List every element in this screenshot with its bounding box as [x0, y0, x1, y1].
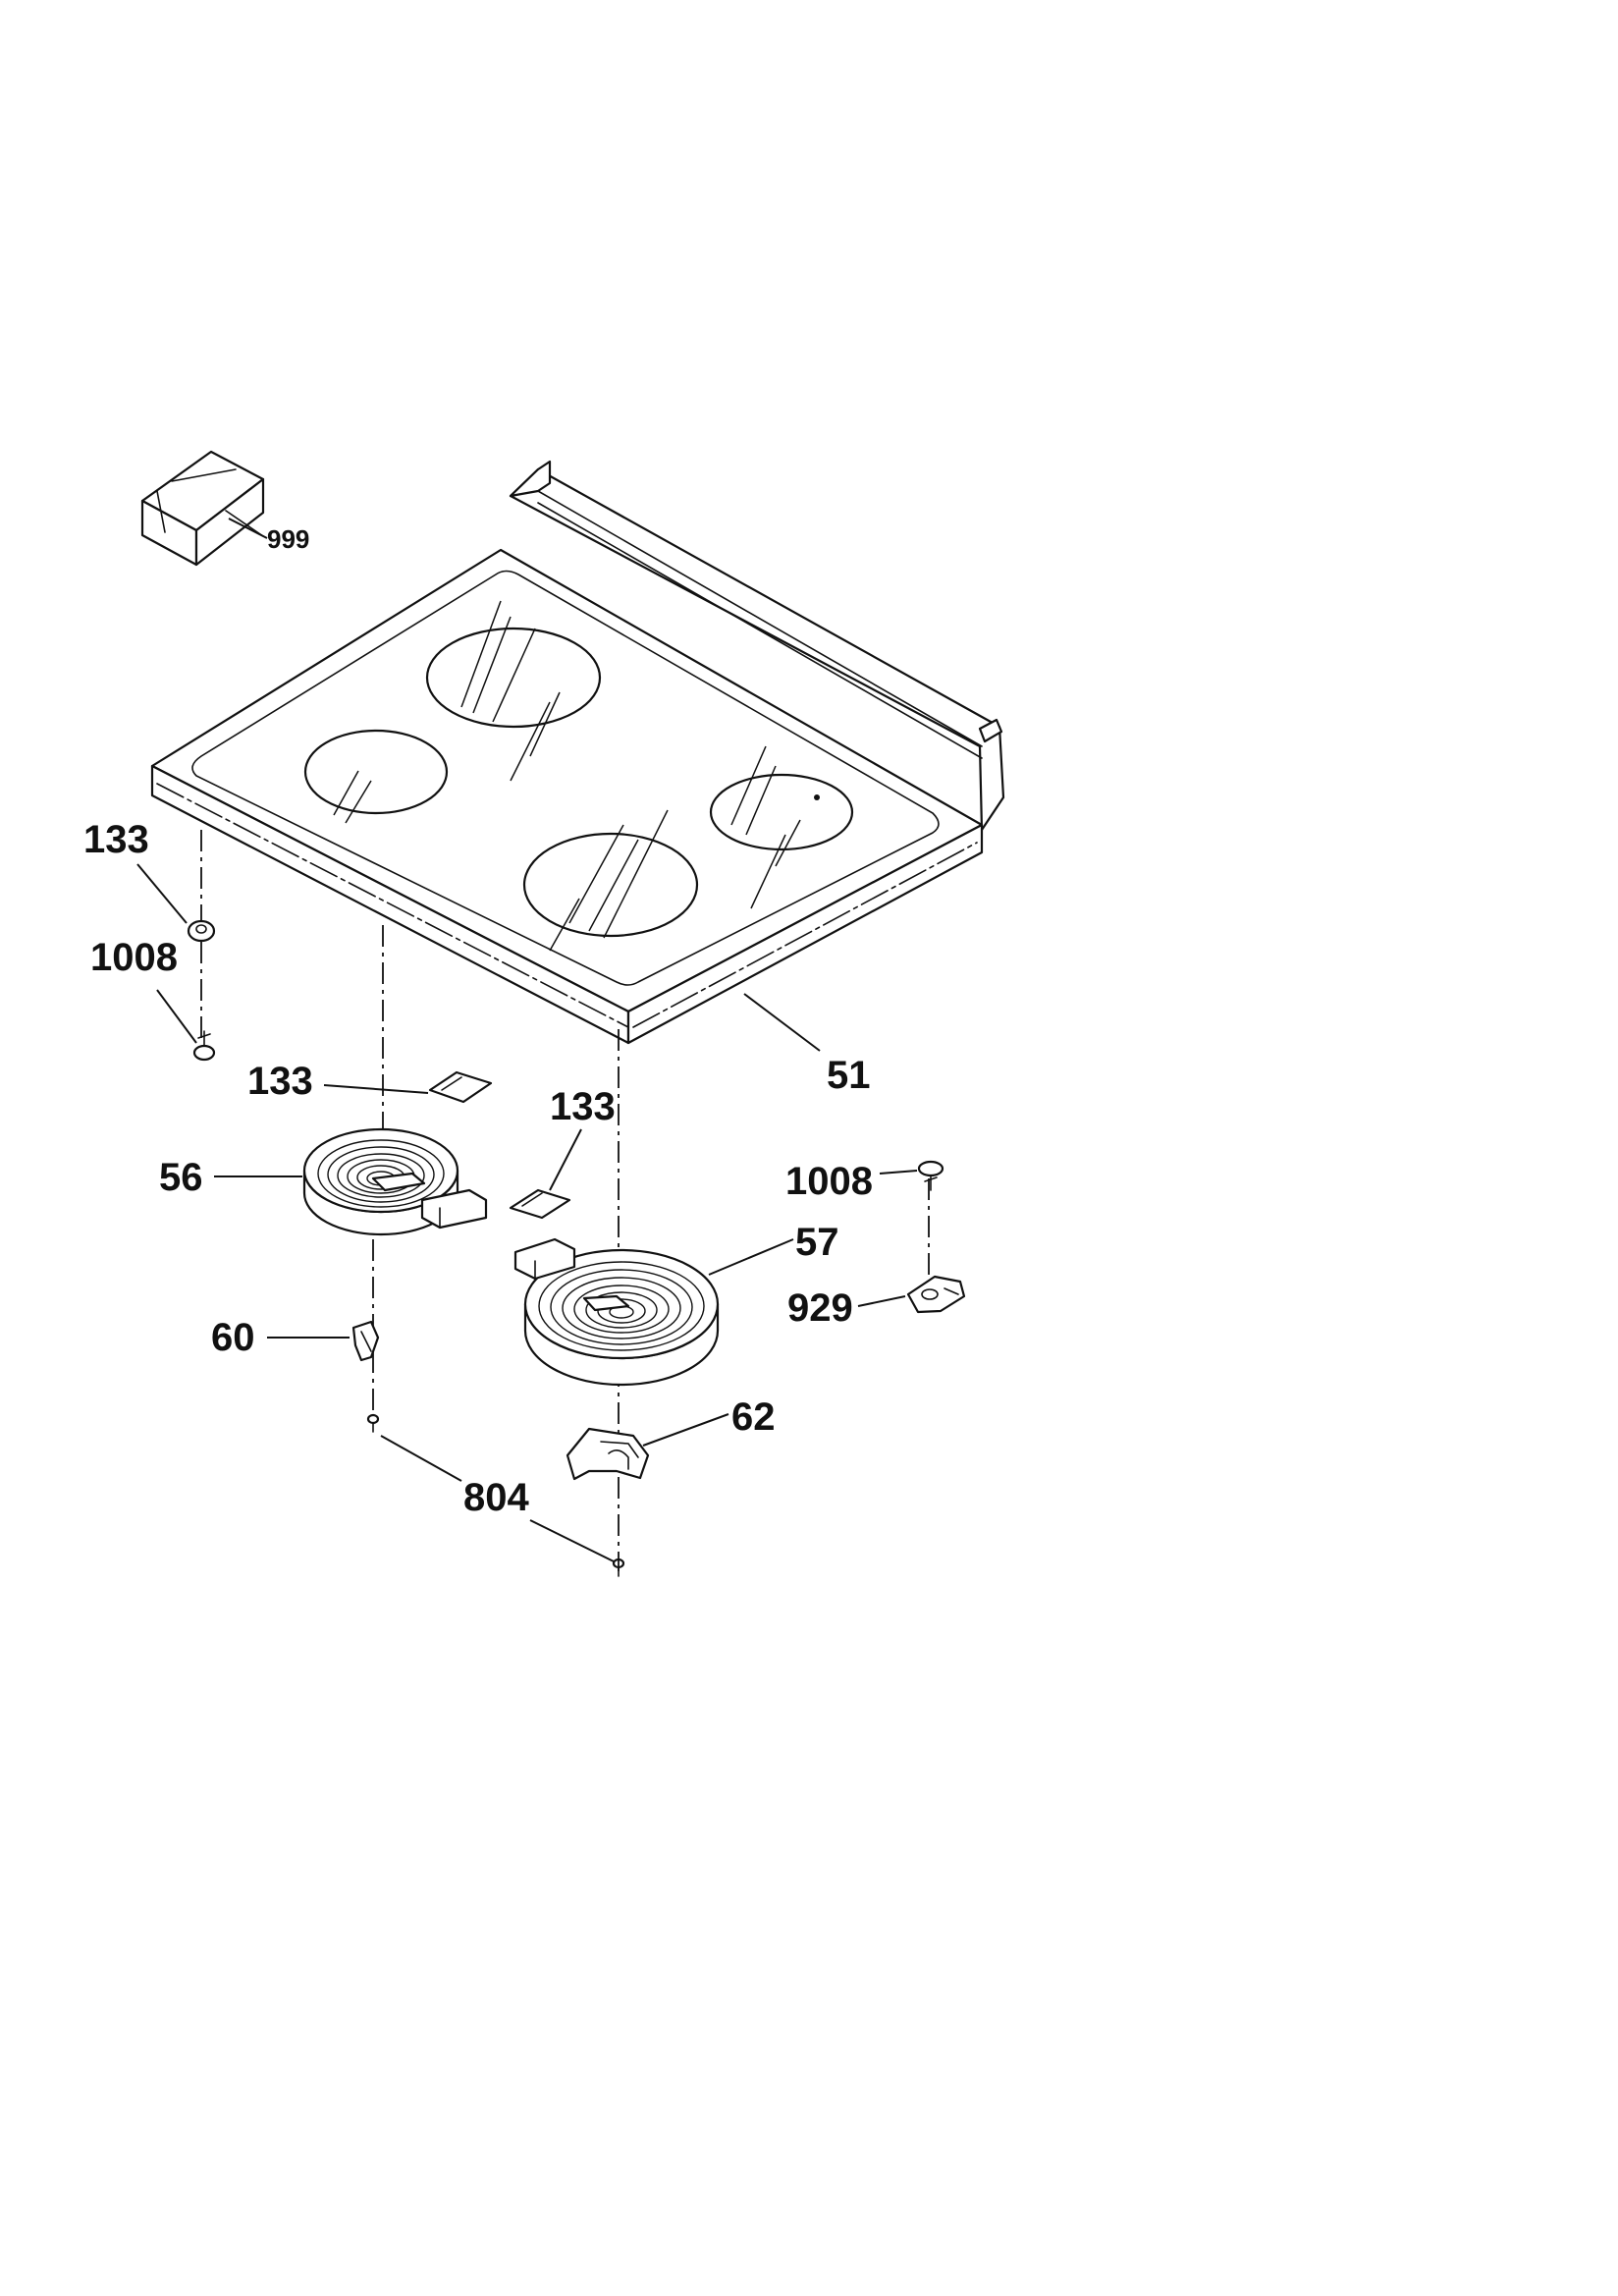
leader-133-center: [549, 1128, 582, 1191]
callout-51: 51: [827, 1054, 871, 1097]
leader-51: [743, 993, 821, 1052]
callout-133-left: 133: [83, 818, 149, 861]
box-part: [140, 450, 265, 567]
leader-133-left: [136, 863, 188, 924]
leader-1008-right: [879, 1170, 918, 1175]
pad-part-center: [509, 1188, 571, 1220]
leader-804-right: [529, 1519, 615, 1562]
callout-929: 929: [787, 1286, 853, 1330]
leader-133-upper: [323, 1084, 429, 1094]
callout-133-upper: 133: [247, 1060, 313, 1103]
bracket-part-60: [351, 1320, 380, 1362]
spacer-part-left: [187, 919, 216, 943]
callout-56: 56: [159, 1156, 203, 1199]
callout-133-center: 133: [550, 1085, 616, 1128]
pad-part-upper: [428, 1070, 493, 1104]
leader-62: [642, 1413, 729, 1447]
callout-62: 62: [731, 1395, 776, 1439]
leader-929: [857, 1295, 906, 1307]
leader-999: [228, 518, 268, 539]
clip-part-929: [906, 1275, 966, 1314]
cooktop-part: [150, 460, 1005, 1045]
leader-57: [708, 1238, 794, 1276]
screw-part-804-left: [366, 1413, 380, 1433]
element-part-56: [302, 1127, 488, 1236]
element-part-57: [513, 1237, 720, 1387]
leader-1008-left: [156, 989, 197, 1044]
leader-804-left: [380, 1435, 462, 1482]
callout-804: 804: [463, 1476, 529, 1519]
callout-60: 60: [211, 1316, 255, 1359]
callout-1008-right: 1008: [785, 1160, 873, 1203]
callout-57: 57: [795, 1221, 839, 1264]
screw-part-right: [917, 1160, 944, 1191]
bracket-part-62: [566, 1427, 650, 1481]
callout-999: 999: [267, 524, 309, 554]
screw-part-left: [192, 1030, 216, 1062]
callout-1008-left: 1008: [90, 936, 178, 979]
